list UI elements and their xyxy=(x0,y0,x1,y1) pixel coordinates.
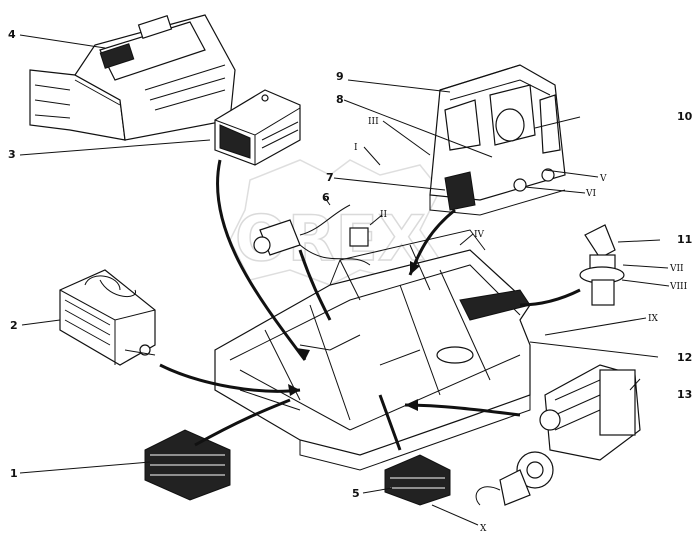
label-view-II: II xyxy=(380,210,388,220)
label-view-VIII: VIII xyxy=(669,282,688,292)
label-part-7: 7 xyxy=(326,171,334,184)
label-part-10: 10 xyxy=(677,110,693,123)
part-numbers: 4 3 2 1 5 6 7 8 9 10 11 12 13 xyxy=(8,28,693,500)
label-part-3: 3 xyxy=(8,148,16,161)
engine-hood xyxy=(29,14,236,141)
label-view-X: X xyxy=(480,524,487,534)
label-part-8: 8 xyxy=(336,93,344,106)
pump-unit xyxy=(253,204,371,266)
label-view-I: I xyxy=(354,143,358,153)
label-part-6: 6 xyxy=(322,191,330,204)
control-box xyxy=(214,89,301,166)
hydraulic-tank xyxy=(59,269,156,366)
assembly-arrows xyxy=(159,159,581,451)
cab xyxy=(429,64,566,216)
leader-lines xyxy=(19,34,670,526)
label-part-13: 13 xyxy=(677,388,692,401)
label-view-VII: VII xyxy=(669,264,684,274)
engine-assembly xyxy=(475,364,641,506)
label-view-V: V xyxy=(599,174,607,184)
label-part-11: 11 xyxy=(677,233,692,246)
label-view-VI: VI xyxy=(585,189,596,199)
label-view-IV: IV xyxy=(474,230,485,240)
battery-block-5 xyxy=(384,454,451,506)
label-view-IX: IX xyxy=(648,314,659,324)
label-part-9: 9 xyxy=(336,70,344,83)
label-part-4: 4 xyxy=(8,28,16,41)
filter-assembly xyxy=(579,224,625,306)
label-part-2: 2 xyxy=(10,319,18,332)
label-part-1: 1 xyxy=(10,467,18,480)
label-part-12: 12 xyxy=(677,351,692,364)
label-part-5: 5 xyxy=(352,487,360,500)
label-view-III: III xyxy=(368,117,379,127)
battery-block-1 xyxy=(144,429,231,501)
view-labels: I II III IV V VI VII VIII IX X xyxy=(354,117,688,534)
